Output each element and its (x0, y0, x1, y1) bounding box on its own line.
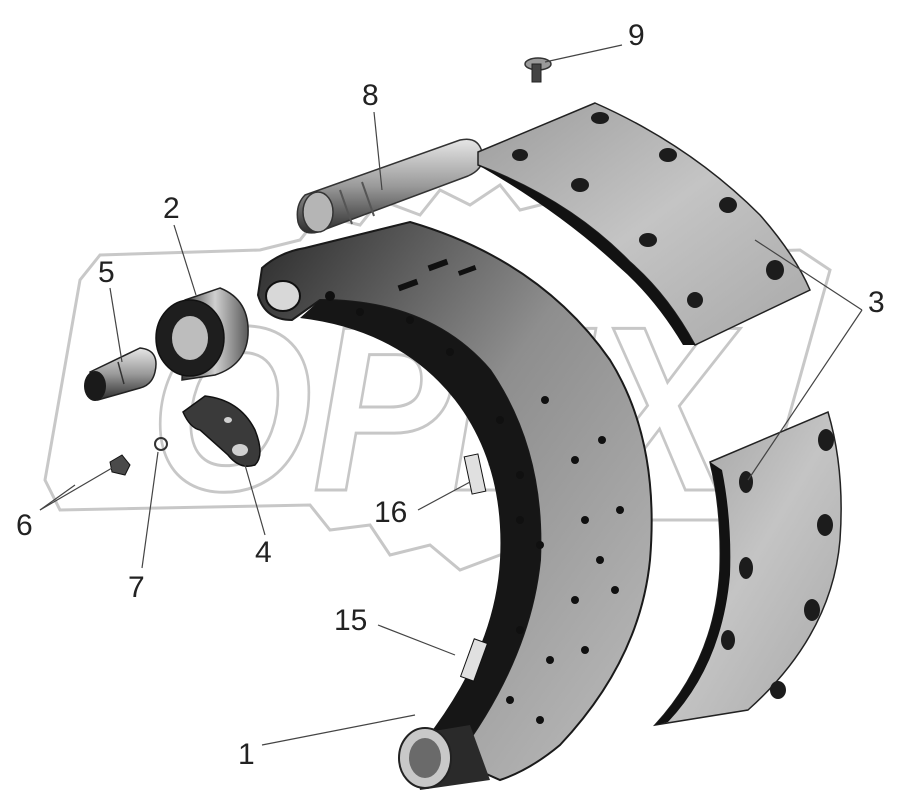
leader-4 (244, 464, 266, 536)
part-1-brake-shoe (256, 220, 653, 790)
part-7-ring (154, 437, 168, 451)
leader-lines (39, 44, 863, 746)
callout-5: 5 (98, 256, 115, 289)
callout-8: 8 (362, 79, 379, 112)
leader-1 (261, 714, 416, 746)
callout-7: 7 (128, 571, 145, 604)
part-4-lock-plate (182, 395, 261, 467)
callout-6: 6 (16, 509, 33, 542)
leader-6a (39, 467, 113, 511)
callout-16: 16 (374, 496, 407, 529)
leader-7 (141, 451, 159, 569)
leader-5 (109, 287, 123, 363)
callout-3: 3 (868, 286, 885, 319)
leader-3a (754, 239, 863, 311)
part-9-rivet (524, 57, 552, 83)
leader-16 (417, 481, 471, 511)
callout-9: 9 (628, 19, 645, 52)
leader-8 (373, 111, 383, 191)
part-6-grease-fitting (109, 454, 131, 476)
callout-1: 1 (238, 738, 255, 771)
part-8-pin (296, 138, 484, 234)
leader-9 (544, 44, 623, 63)
part-2-bushing (155, 287, 249, 381)
part-5-short-pin (84, 347, 157, 401)
leader-3b (747, 309, 863, 481)
callout-4: 4 (255, 536, 272, 569)
callout-2: 2 (163, 192, 180, 225)
leader-2 (173, 224, 197, 296)
part-3-lining-upper (477, 102, 811, 346)
leader-6b (39, 484, 76, 511)
callouts: 1 2 3 4 5 6 7 8 9 15 16 (16, 19, 885, 771)
part-3-lining-lower (652, 410, 842, 727)
callout-15: 15 (334, 604, 367, 637)
leader-15 (377, 624, 456, 656)
